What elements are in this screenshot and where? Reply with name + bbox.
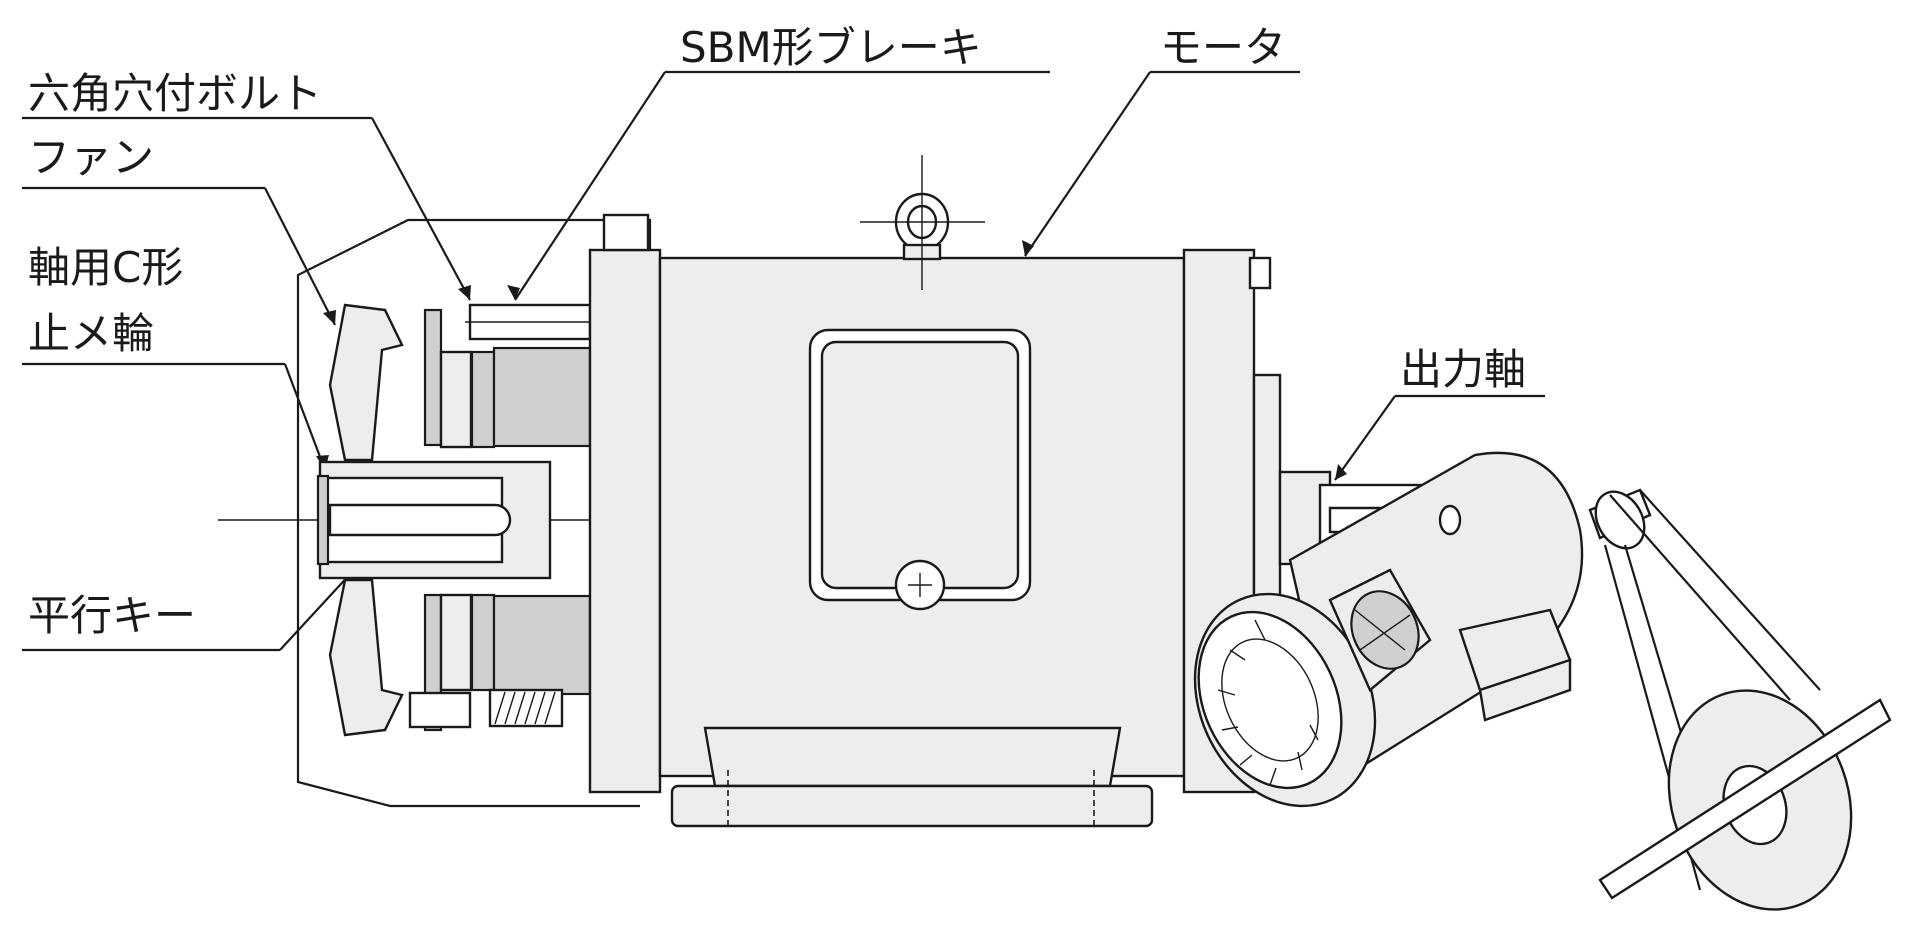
label-parallel-key: 平行キー (22, 591, 280, 652)
front-end-bracket (588, 248, 662, 794)
snap-ring (316, 474, 330, 566)
label-snap-ring-text-1: 軸用C形 (28, 243, 183, 292)
armature-upper (439, 350, 473, 449)
leader-fan (264, 187, 336, 326)
fan-blade-upper (328, 303, 404, 462)
arrow-motor (1022, 240, 1034, 256)
label-fan-text: ファン (28, 133, 154, 182)
leader-snap-ring (283, 363, 327, 471)
label-snap-ring-text-2: 止メ輪 (28, 309, 154, 358)
belt-pulley (1594, 489, 1892, 911)
brake-disc-upper (423, 308, 443, 447)
leader-output-shaft (1334, 395, 1396, 481)
fan-blade-lower (328, 578, 404, 737)
iso-motor (1193, 451, 1652, 808)
leader-sbm-brake (514, 71, 666, 301)
leader-hex-bolt (371, 117, 471, 301)
label-sbm-brake: SBM形ブレーキ (665, 23, 1050, 74)
friction-plate-lower (470, 593, 496, 692)
armature-lower (439, 593, 473, 692)
eye-bolt (860, 155, 985, 290)
arrow-fan (323, 310, 336, 325)
front-bolt-head (602, 213, 650, 252)
label-parallel-key-text: 平行キー (28, 591, 196, 640)
parallel-key (328, 503, 512, 537)
label-motor: モータ (1150, 23, 1300, 74)
rear-bolt-head (1248, 256, 1272, 290)
label-hex-socket-bolt: 六角穴付ボルト (22, 69, 372, 120)
leader-motor (1024, 71, 1151, 257)
label-fan: ファン (22, 133, 265, 190)
bottom-bolt (408, 691, 472, 729)
label-output-shaft: 出力軸 (1395, 345, 1545, 398)
motor-foot (670, 726, 1154, 830)
arrow-sbm-brake (507, 285, 520, 300)
label-snap-ring: 軸用C形 止メ輪 (22, 243, 285, 366)
label-sbm-brake-text: SBM形ブレーキ (680, 23, 982, 72)
brake-coil-upper (492, 346, 592, 448)
brake-coil-lower (492, 594, 592, 696)
friction-plate-upper (470, 350, 496, 449)
label-output-shaft-text: 出力軸 (1400, 345, 1526, 394)
terminal-box (808, 328, 1032, 611)
arrow-output-shaft (1335, 464, 1347, 480)
fan-cover (296, 218, 652, 808)
arrow-hex-bolt (458, 285, 471, 300)
label-hex-socket-bolt-text: 六角穴付ボルト (28, 69, 322, 118)
brake-spring (488, 688, 564, 728)
label-motor-text: モータ (1160, 23, 1286, 72)
